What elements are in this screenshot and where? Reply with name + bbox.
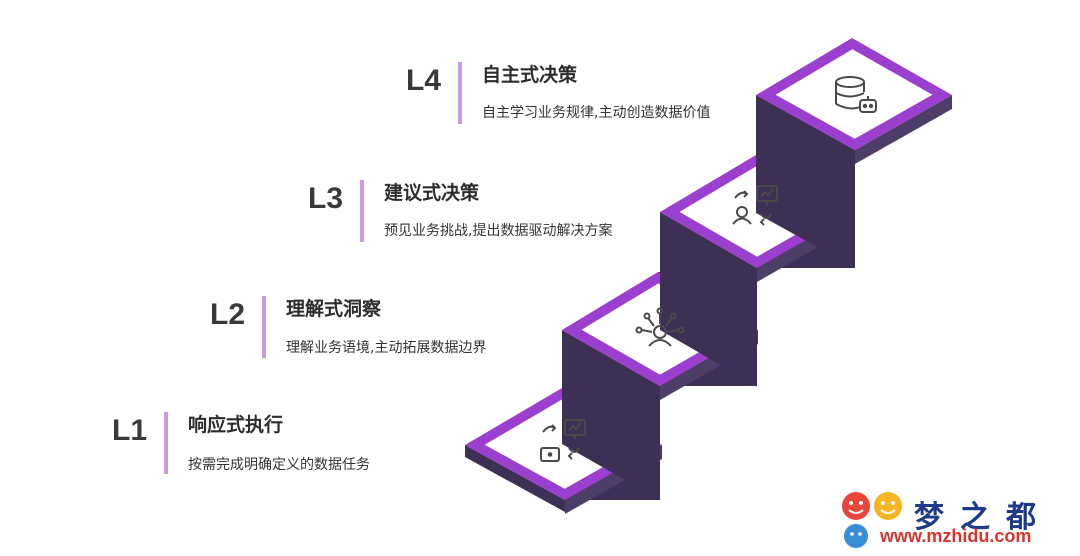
stair-top-tile — [775, 49, 933, 139]
level-accent-bar — [262, 296, 266, 358]
stair-riser-right — [855, 95, 952, 164]
level-description: 预见业务挑战,提出数据驱动解决方案 — [384, 223, 613, 239]
database-robot-icon — [835, 76, 877, 113]
monitor-chart-icon — [540, 419, 586, 462]
level-description: 理解业务语境,主动拓展数据边界 — [286, 340, 487, 356]
brand-watermark: 梦之都 www.mzhidu.com — [838, 486, 1074, 552]
stair-riser-left — [756, 95, 855, 268]
stair-riser-left — [465, 445, 565, 512]
level-title: 自主式决策 — [482, 64, 578, 86]
level-description: 按需完成明确定义的数据任务 — [188, 457, 370, 473]
stair-riser-left — [562, 330, 660, 500]
level-title: 响应式执行 — [188, 414, 284, 436]
level-code: L2 — [210, 298, 246, 331]
level-code: L3 — [308, 182, 344, 215]
brand-name: 梦之都 — [914, 500, 1052, 535]
level-title: 建议式决策 — [384, 182, 480, 204]
level-accent-bar — [458, 62, 462, 124]
person-chart-icon — [732, 185, 778, 226]
stair-step-4 — [756, 38, 952, 268]
level-code: L4 — [406, 64, 442, 97]
level-accent-bar — [360, 180, 364, 242]
staircase-steps — [465, 38, 952, 514]
brand-url: www.mzhidu.com — [880, 526, 1032, 546]
level-description: 自主学习业务规律,主动创造数据价值 — [482, 105, 711, 121]
mascot-logo-icon — [842, 492, 902, 548]
level-code: L1 — [112, 414, 148, 447]
level-accent-bar — [164, 412, 168, 474]
stair-riser-left — [660, 212, 757, 386]
person-network-icon — [635, 307, 685, 347]
level-title: 理解式洞察 — [286, 298, 382, 320]
